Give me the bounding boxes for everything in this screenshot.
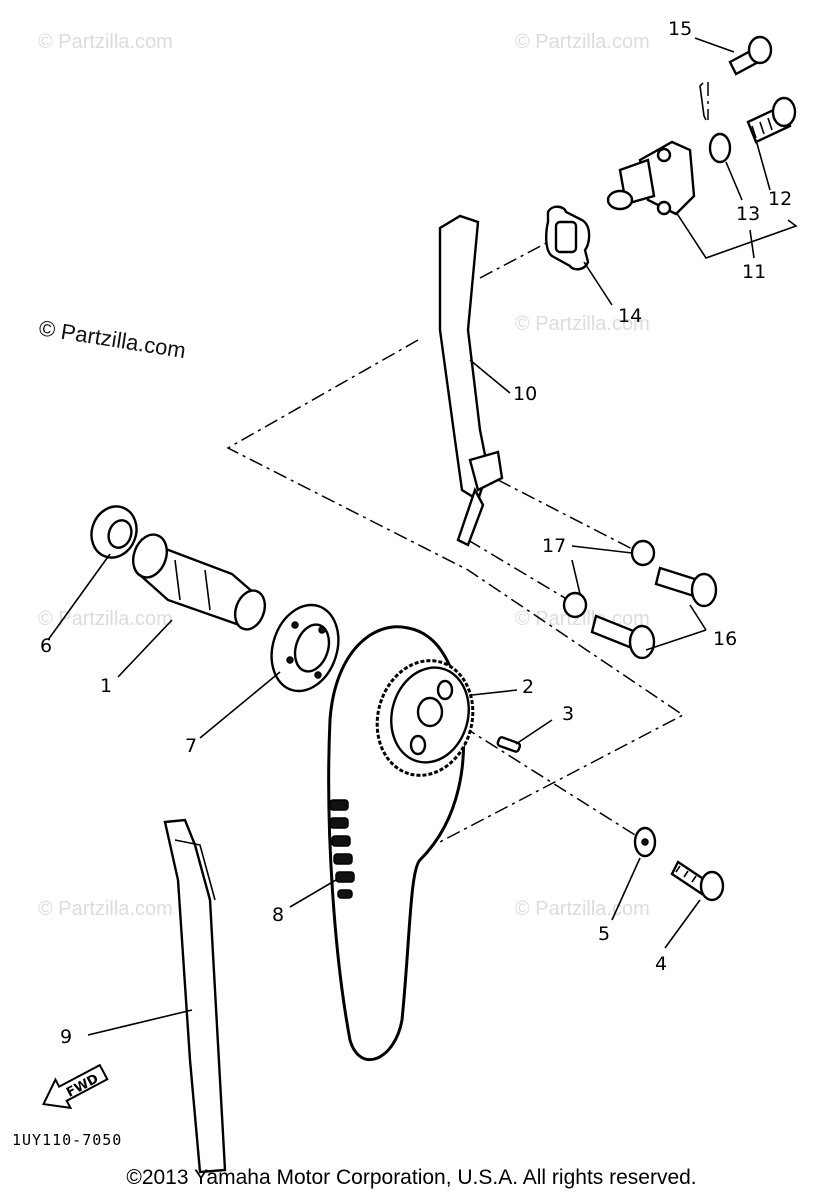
dowel-pin [496,736,522,753]
tensioner-cap-bolt [746,96,797,144]
part-label-16: 16 [713,628,737,650]
part-label-10: 10 [513,383,537,405]
watermark: © Partzilla.com [515,31,650,53]
watermark: © Partzilla.com [515,898,650,920]
part-label-3: 3 [562,703,574,725]
watermark-group: © Partzilla.com © Partzilla.com © Partzi… [38,31,650,920]
guide-bolt [654,566,718,608]
part-label-2: 2 [522,676,534,698]
watermark: © Partzilla.com [38,608,173,630]
part-label-15: 15 [668,18,692,40]
shaft-axis-line [439,711,644,841]
part-label-4: 4 [655,953,667,975]
camshaft [131,533,267,631]
bearing-large [270,603,340,693]
leader-lines [47,37,798,1036]
gasket-axis-line [479,239,553,279]
part-label-11: 11 [742,261,766,283]
guide-washer [562,591,588,619]
guide-bolt [590,614,656,660]
forward-arrow: FWD [42,1063,109,1110]
diagram-code: 1UY110-7050 [12,1131,122,1149]
part-label-1: 1 [100,675,112,697]
part-label-7: 7 [185,735,197,757]
watermark-prominent: © Partzilla.com [37,315,187,363]
chain-links [329,799,355,899]
watermark: © Partzilla.com [38,31,173,53]
part-label-8: 8 [272,904,284,926]
bearing-small [90,505,138,559]
bolt-axis-line [497,479,641,554]
tensioner-bolt [728,35,773,76]
part-label-17: 17 [542,535,566,557]
watermark: © Partzilla.com [515,313,650,335]
part-label-6: 6 [40,635,52,657]
part-label-13: 13 [736,203,760,225]
part-label-5: 5 [598,923,610,945]
watermark: © Partzilla.com [38,898,173,920]
chain-guide [163,818,227,1174]
tensioner-washer [708,132,732,164]
part-label-12: 12 [768,188,792,210]
tensioner-assembly [606,140,696,216]
part-label-14: 14 [618,305,642,327]
part-number-labels: 6 1 7 8 9 10 2 3 5 4 14 15 13 12 11 17 1… [40,18,792,1048]
bolt-axis-line [467,539,576,605]
copyright-notice: ©2013 Yamaha Motor Corporation, U.S.A. A… [126,1166,697,1189]
assembly-outline [226,339,685,844]
part-label-9: 9 [60,1026,72,1048]
cam-sprocket [375,659,475,777]
sprocket-bolt [670,860,725,902]
guide-washer [630,539,656,567]
